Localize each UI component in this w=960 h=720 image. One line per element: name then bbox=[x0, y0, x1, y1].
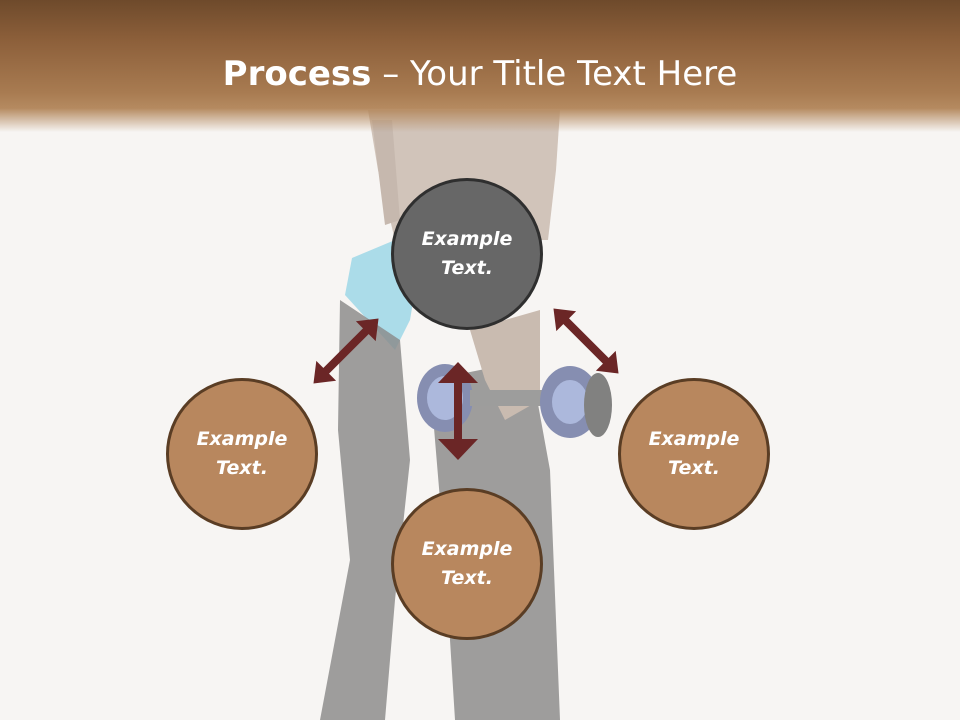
double-arrow-left bbox=[313, 318, 379, 384]
title-rest: Your Title Text Here bbox=[410, 54, 738, 94]
dumbbell-plate-shape bbox=[552, 380, 588, 424]
slide-title: Process – Your Title Text Here bbox=[0, 52, 960, 96]
node-bottom-label: Example Text. bbox=[421, 538, 513, 589]
node-right: Example Text. bbox=[618, 378, 770, 530]
node-left: Example Text. bbox=[166, 378, 318, 530]
node-bottom: Example Text. bbox=[391, 488, 543, 640]
node-left-label: Example Text. bbox=[196, 428, 288, 479]
title-separator: – bbox=[371, 54, 411, 94]
arm-shape bbox=[372, 120, 400, 225]
title-band bbox=[0, 0, 960, 132]
node-top-label: Example Text. bbox=[421, 228, 513, 279]
title-bold: Process bbox=[222, 54, 372, 94]
dumbbell-bar-shape bbox=[470, 390, 550, 406]
node-right-label: Example Text. bbox=[648, 428, 740, 479]
double-arrow-right bbox=[553, 308, 619, 374]
leg-left-shape bbox=[320, 300, 410, 720]
dumbbell-plate-shape bbox=[584, 373, 612, 437]
double-arrow-vertical bbox=[438, 362, 478, 460]
node-top: Example Text. bbox=[391, 178, 543, 330]
